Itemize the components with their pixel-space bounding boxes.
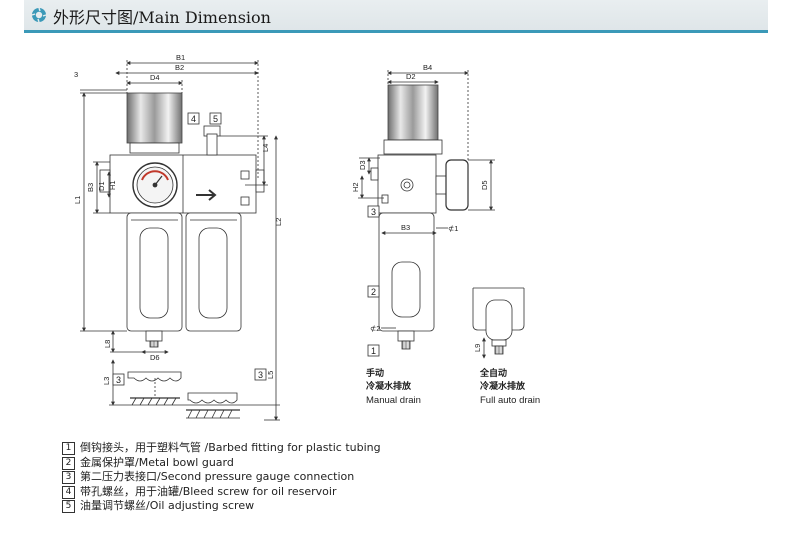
callout-5-label: 5 — [213, 114, 218, 124]
dim-L9: L9 — [473, 344, 482, 352]
dim-phi1: ⊄1 — [448, 224, 458, 233]
dim-L3: L3 — [102, 377, 111, 385]
callout-1-label: 1 — [371, 346, 376, 356]
dim-L1: L1 — [73, 196, 82, 204]
auto-drain-cn2: 冷凝水排放 — [480, 382, 526, 392]
callout-4-label: 4 — [191, 114, 196, 124]
legend-number: 4 — [62, 485, 75, 499]
right-side-view — [358, 70, 525, 359]
dim-B3-right: B3 — [401, 223, 410, 232]
legend-number: 2 — [62, 456, 75, 470]
dim-L2: L2 — [274, 218, 283, 226]
callout-3-label-right: 3 — [371, 207, 376, 217]
callout-3-label-l5: 3 — [258, 370, 263, 380]
legend-text: 带孔螺丝，用于油罐/Bleed screw for oil reservoir — [80, 484, 337, 498]
dim-B4: B4 — [423, 63, 432, 72]
manual-drain-caption: 手动 冷凝水排放 Manual drain — [366, 368, 421, 407]
legend-text: 油量调节螺丝/Oil adjusting screw — [80, 499, 255, 512]
dim-D5: D5 — [480, 180, 489, 190]
legend-number: 3 — [62, 471, 75, 484]
auto-drain-caption: 全自动 冷凝水排放 Full auto drain — [480, 368, 540, 407]
callout-3-label-left: 3 — [116, 375, 121, 385]
manual-drain-cn2: 冷凝水排放 — [366, 382, 412, 392]
dim-3-top: 3 — [74, 70, 78, 79]
dim-H1: H1 — [108, 180, 117, 190]
dim-D6: D6 — [150, 353, 160, 362]
dim-D3: D3 — [358, 160, 367, 170]
auto-drain-cn: 全自动 — [480, 369, 508, 379]
gear-spiral-icon — [31, 7, 47, 23]
dim-D2: D2 — [406, 72, 416, 81]
dim-L4: L4 — [261, 144, 270, 152]
dim-L5: L5 — [266, 371, 275, 379]
dim-D4: D4 — [150, 73, 160, 82]
dim-D1: D1 — [97, 181, 106, 191]
section-title: 外形尺寸图/Main Dimension — [53, 8, 271, 27]
dim-phi2: ⊄2 — [370, 324, 380, 333]
legend-number: 1 — [62, 442, 75, 455]
manual-drain-en: Manual drain — [366, 395, 421, 406]
section-header: 外形尺寸图/Main Dimension — [24, 0, 768, 30]
callout-2-label: 2 — [371, 287, 376, 297]
auto-drain-en: Full auto drain — [480, 395, 541, 406]
left-fr-l-unit — [80, 60, 280, 421]
legend-text: 倒钩接头，用于塑料气管 /Barbed fitting for plastic … — [80, 441, 381, 454]
dim-H2: H2 — [351, 182, 360, 192]
dim-L8: L8 — [103, 340, 112, 348]
dim-B3-left: B3 — [86, 183, 95, 192]
manual-drain-cn: 手动 — [366, 369, 385, 379]
callout-markers — [112, 112, 380, 386]
header-accent-bar — [24, 30, 768, 33]
legend-text: 第二压力表接口/Second pressure gauge connection — [80, 470, 355, 483]
dim-B2: B2 — [175, 63, 184, 72]
legend-number: 5 — [62, 500, 75, 513]
legend-text: 金属保护罩/Metal bowl guard — [80, 455, 234, 469]
dim-B1: B1 — [176, 53, 185, 62]
